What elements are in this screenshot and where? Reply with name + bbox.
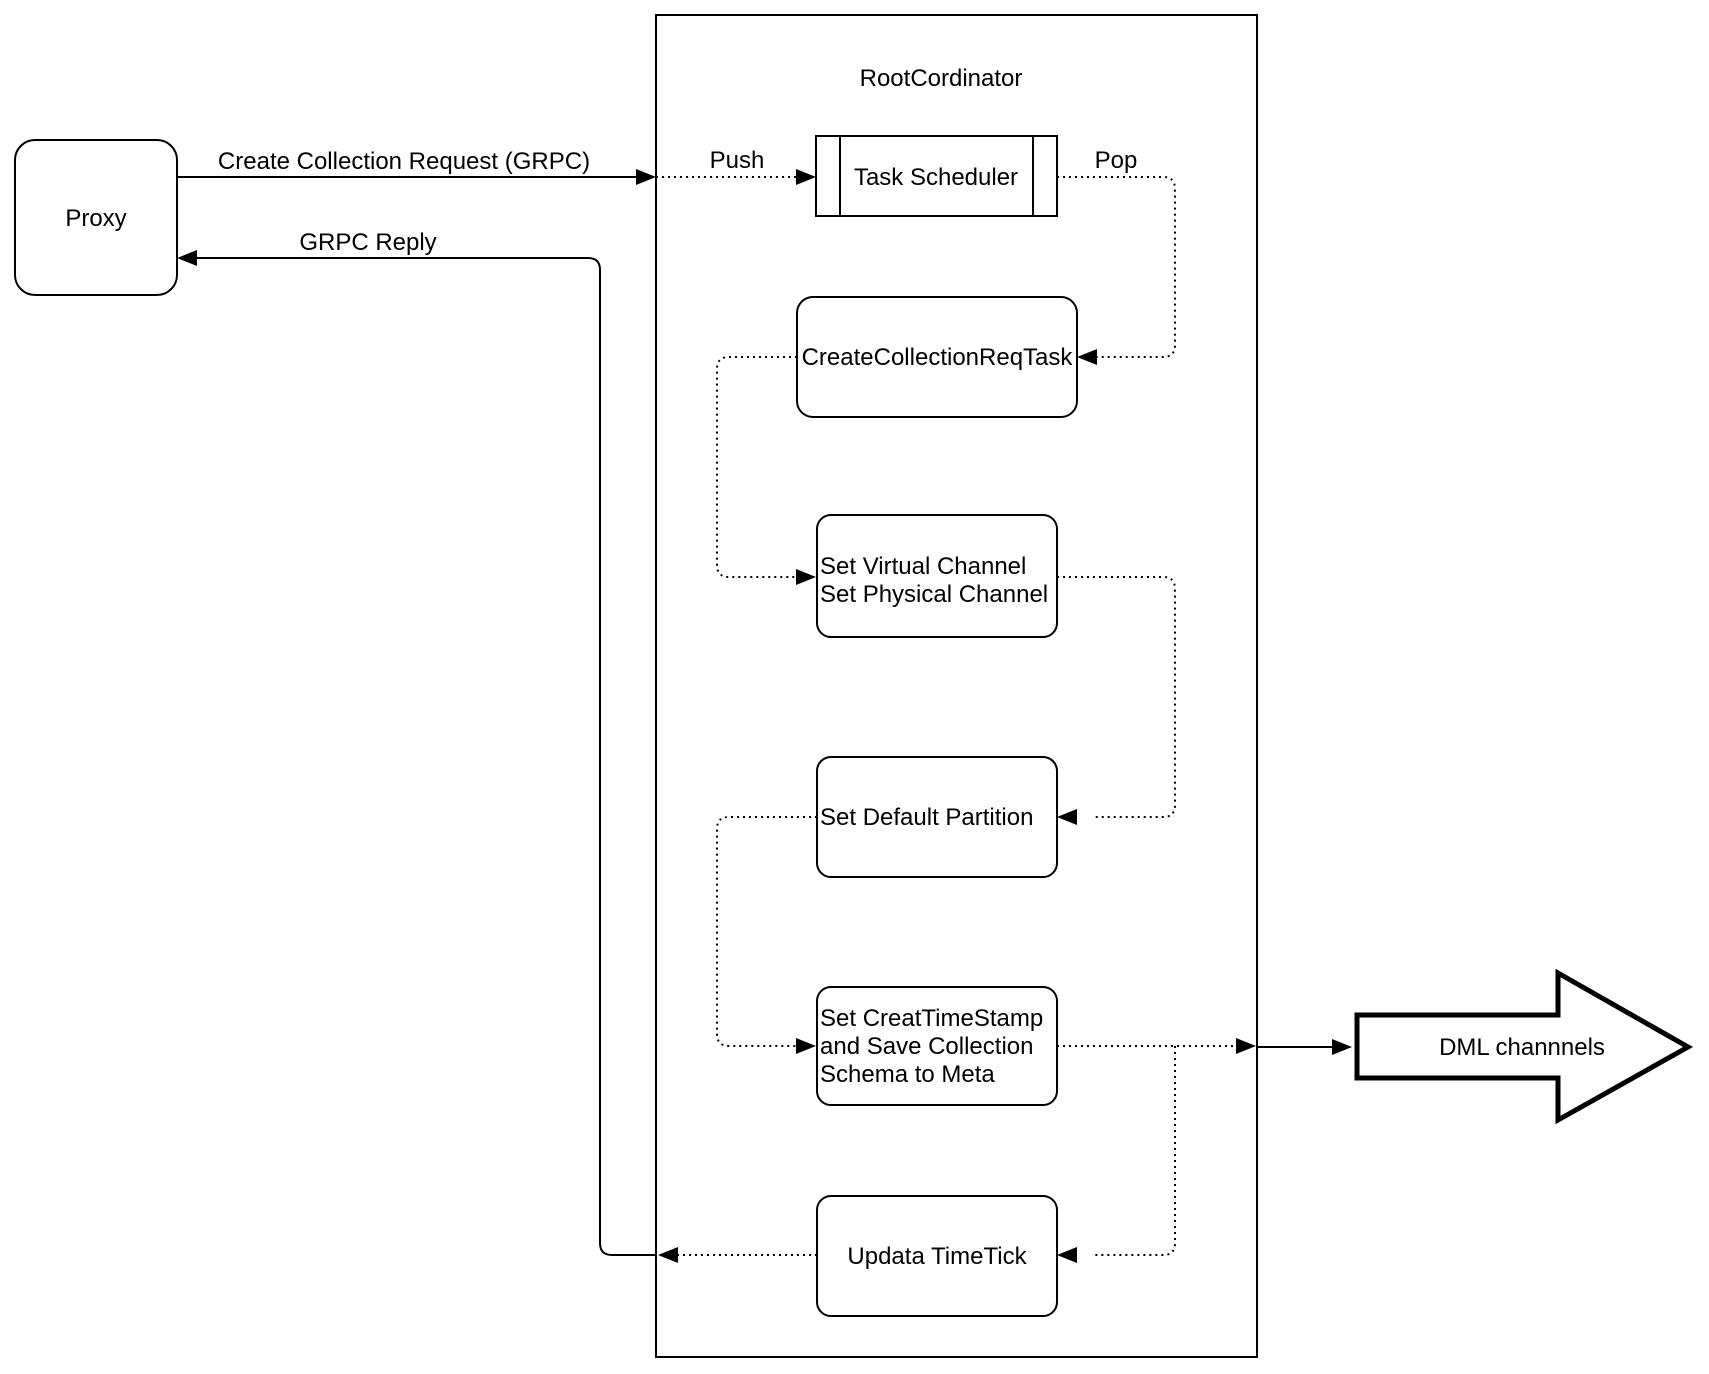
timestamp-to-timetick-arrowhead [1057, 1247, 1077, 1263]
edge-timestamp-to-timetick [1057, 1046, 1176, 1263]
dml-channels-label: DML channnels [1439, 1034, 1605, 1061]
request-arrowhead [636, 169, 656, 185]
set-create-timestamp-node: Set CreatTimeStamp and Save Collection S… [816, 986, 1058, 1106]
set-create-timestamp-label-line2: and Save Collection [820, 1033, 1033, 1060]
edge-timetick-to-reply [658, 1247, 817, 1263]
root-coordinator-group: RootCordinator [655, 14, 1258, 1358]
root-coordinator-container [655, 14, 1258, 1358]
create-collection-req-task-label: CreateCollectionReqTask [802, 344, 1074, 371]
pop-arrowhead [1077, 349, 1097, 365]
task-scheduler-label: Task Scheduler [854, 164, 1018, 191]
root-coordinator-title: RootCordinator [860, 65, 1023, 92]
timestamp-to-dml-dotted-arrowhead [1236, 1038, 1256, 1054]
task-scheduler-box [815, 135, 1058, 217]
timestamp-to-timetick-line [1095, 1046, 1176, 1256]
edge-create-collection-request: Create Collection Request (GRPC) [177, 148, 656, 185]
set-default-partition-node: Set Default Partition [816, 756, 1058, 878]
set-create-timestamp-label-line1: Set CreatTimeStamp [820, 1005, 1043, 1032]
set-default-partition-label: Set Default Partition [820, 804, 1033, 831]
reqtask-to-channels-line [716, 356, 798, 578]
pop-label: Pop [1095, 147, 1138, 174]
channels-to-partition-arrowhead [1057, 809, 1077, 825]
edge-timestamp-to-dml [1057, 1038, 1352, 1055]
proxy-label: Proxy [65, 205, 126, 232]
timestamp-to-dml-solid-arrowhead [1332, 1039, 1352, 1055]
edge-channels-to-partition [1057, 576, 1176, 825]
proxy-box [14, 139, 178, 296]
push-arrowhead [796, 169, 816, 185]
timetick-to-reply-arrowhead [658, 1247, 678, 1263]
dml-channels-arrow [1354, 968, 1694, 1125]
reqtask-to-channels-arrowhead [796, 569, 816, 585]
request-label: Create Collection Request (GRPC) [218, 148, 590, 175]
edge-partition-to-timestamp [716, 816, 817, 1054]
update-timetick-label: Updata TimeTick [847, 1243, 1027, 1270]
channels-to-partition-line [1057, 576, 1176, 818]
edge-push: Push [656, 147, 816, 185]
partition-to-timestamp-line [716, 816, 817, 1047]
grpc-reply-line [197, 257, 657, 1256]
pop-line [1057, 176, 1176, 358]
dml-channels-node: DML channnels [1354, 968, 1694, 1125]
update-timetick-node: Updata TimeTick [816, 1195, 1058, 1317]
set-channels-label-line2: Set Physical Channel [820, 581, 1048, 608]
grpc-reply-arrowhead [177, 250, 197, 266]
create-collection-req-task-node: CreateCollectionReqTask [796, 296, 1078, 418]
proxy-node: Proxy [14, 139, 178, 296]
edge-pop: Pop [1057, 147, 1176, 365]
grpc-reply-label: GRPC Reply [299, 229, 436, 256]
set-create-timestamp-label-line3: Schema to Meta [820, 1061, 995, 1088]
partition-to-timestamp-arrowhead [796, 1038, 816, 1054]
push-label: Push [710, 147, 765, 174]
edge-reqtask-to-channels [716, 356, 816, 585]
task-scheduler-node: Task Scheduler [815, 135, 1058, 217]
edge-grpc-reply: GRPC Reply [177, 229, 657, 1256]
set-channels-label-line1: Set Virtual Channel [820, 553, 1026, 580]
set-channels-node: Set Virtual Channel Set Physical Channel [816, 514, 1058, 638]
